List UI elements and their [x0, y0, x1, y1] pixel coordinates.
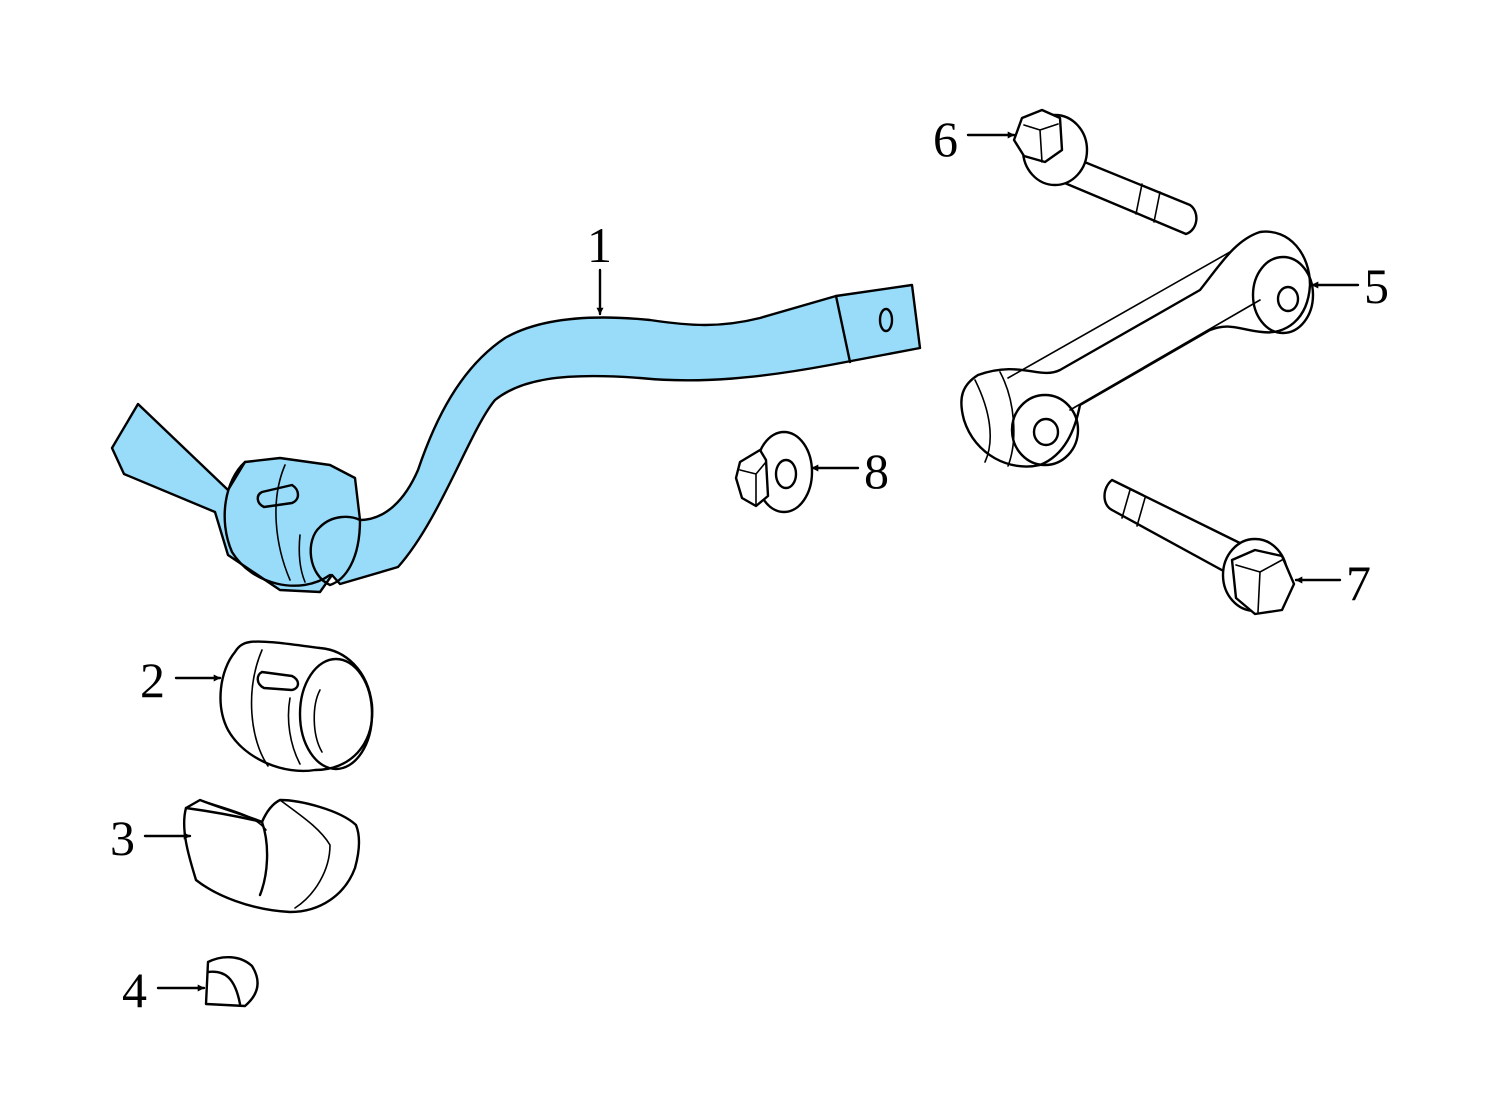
callout-5: 5	[1310, 258, 1389, 314]
stabilizer-bar[interactable]	[110, 283, 922, 594]
stabilizer-link-rib	[1007, 251, 1231, 379]
upper-bolt-head	[1012, 108, 1064, 164]
callout-number-4: 4	[122, 962, 147, 1018]
bushing-bracket-edge	[199, 799, 267, 831]
flange-nut-hex	[734, 448, 770, 508]
callout-number-1: 1	[587, 217, 612, 273]
bushing-bracket-inner	[279, 799, 331, 909]
upper-bolt-head-edge	[1023, 123, 1059, 163]
lower-bolt-head-edge	[1235, 559, 1283, 613]
callout-number-8: 8	[864, 443, 889, 499]
bushing-face-inner	[313, 689, 323, 753]
stabilizer-link-upper-hole	[1276, 285, 1300, 313]
callout-number-3: 3	[110, 810, 135, 866]
callout-3: 3	[110, 810, 192, 866]
bushing[interactable]	[219, 640, 374, 773]
callout-number-5: 5	[1364, 258, 1389, 314]
stabilizer-bar-bushing-collar	[309, 515, 362, 587]
stabilizer-link-arm	[960, 230, 1312, 468]
lower-bolt-thread-2	[1136, 497, 1146, 527]
bushing-rib-2	[287, 697, 301, 765]
stabilizer-link[interactable]	[960, 230, 1315, 468]
lower-bolt[interactable]	[1103, 478, 1296, 616]
insert[interactable]	[204, 956, 259, 1008]
callout-7: 7	[1294, 555, 1371, 611]
callout-6: 6	[933, 111, 1016, 167]
bushing-slot	[256, 670, 300, 692]
stabilizer-link-upper-eye	[1251, 255, 1315, 335]
bushing-face	[298, 657, 374, 771]
stabilizer-bar-bushing-rib-2	[298, 534, 306, 583]
stabilizer-link-lower-hole	[1032, 417, 1060, 447]
bushing-bracket-fold	[184, 806, 269, 897]
stabilizer-bar-bushing-outline	[223, 460, 332, 587]
stabilizer-bar-body	[110, 283, 922, 594]
bushing-bracket[interactable]	[182, 798, 361, 914]
flange-nut[interactable]	[734, 430, 814, 514]
stabilizer-bar-bushing-slot	[256, 483, 300, 509]
upper-bolt[interactable]	[1012, 108, 1198, 236]
bushing-rib	[250, 649, 269, 767]
bushing-body	[219, 640, 374, 773]
stabilizer-link-lower-ring-2	[999, 371, 1015, 467]
lower-bolt-shank	[1103, 478, 1252, 582]
stabilizer-link-lower-ring	[974, 379, 991, 463]
callout-4: 4	[122, 962, 206, 1018]
upper-bolt-thread	[1135, 183, 1143, 215]
callout-2: 2	[140, 652, 222, 708]
flange-nut-hex-edge	[739, 461, 767, 507]
upper-bolt-shank	[1046, 148, 1198, 236]
callout-8: 8	[810, 443, 889, 499]
callout-number-2: 2	[140, 652, 165, 708]
stabilizer-bar-mount-hole	[878, 307, 894, 333]
upper-bolt-thread-2	[1153, 191, 1161, 223]
insert-edge	[206, 970, 242, 1006]
callout-number-7: 7	[1346, 555, 1371, 611]
callout-number-6: 6	[933, 111, 958, 167]
stabilizer-link-rib-2	[1069, 299, 1261, 411]
bushing-bracket-body	[182, 798, 361, 914]
lower-bolt-thread	[1121, 489, 1131, 519]
callout-1: 1	[587, 217, 612, 316]
lower-bolt-head	[1230, 548, 1296, 616]
stabilizer-link-lower-eye	[1010, 393, 1080, 467]
stabilizer-bar-plate-line	[834, 294, 852, 364]
flange-nut-hole	[774, 458, 798, 490]
stabilizer-bar-bushing-rib	[275, 464, 291, 581]
